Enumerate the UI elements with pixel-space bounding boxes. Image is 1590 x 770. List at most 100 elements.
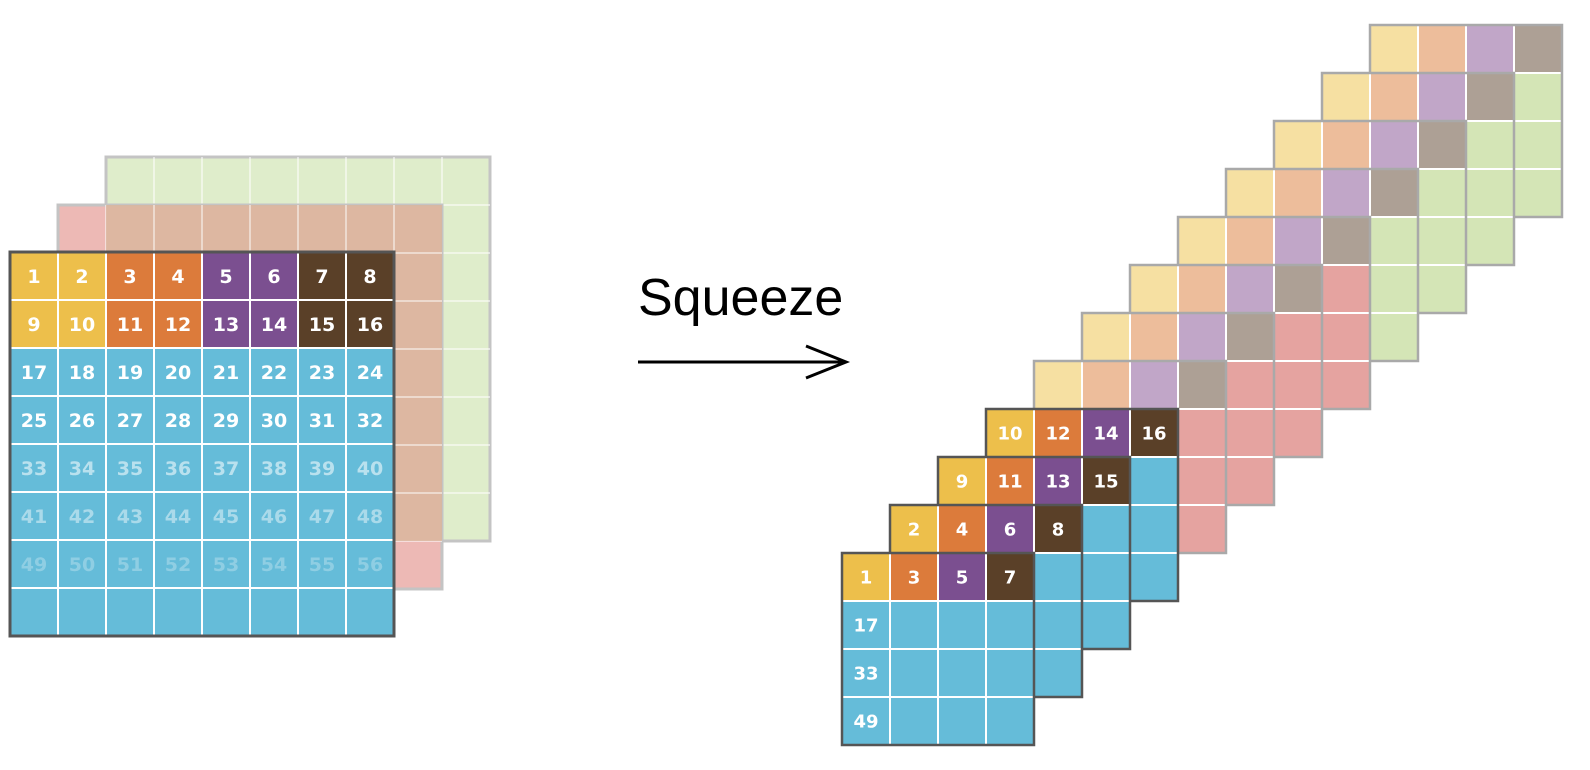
output-cell bbox=[1369, 168, 1419, 218]
input-cell bbox=[345, 347, 395, 397]
input-cell bbox=[57, 491, 107, 541]
input-cell bbox=[57, 539, 107, 589]
output-cell bbox=[1033, 504, 1083, 554]
input-cell-label: 14 bbox=[261, 314, 287, 336]
input-cell-label: 8 bbox=[363, 266, 376, 288]
output-cell bbox=[1369, 72, 1419, 122]
output-cell bbox=[1177, 456, 1227, 506]
output-cell bbox=[1033, 552, 1083, 602]
input-cell bbox=[9, 587, 59, 637]
output-cell bbox=[1033, 648, 1083, 698]
output-cell bbox=[1273, 168, 1323, 218]
squeeze-label: Squeeze bbox=[638, 269, 843, 327]
input-cell-label: 15 bbox=[309, 314, 335, 336]
output-cell bbox=[1081, 552, 1131, 602]
squeeze-operator: Squeeze bbox=[638, 269, 851, 380]
output-cell bbox=[1033, 360, 1083, 410]
output-cell bbox=[1273, 312, 1323, 362]
output-cell bbox=[1417, 120, 1467, 170]
output-cell bbox=[1513, 168, 1563, 218]
output-cell bbox=[937, 648, 987, 698]
output-cell-label: 7 bbox=[1004, 568, 1017, 589]
input-cell bbox=[153, 443, 203, 493]
output-cell bbox=[1177, 504, 1227, 554]
input-cell bbox=[9, 443, 59, 493]
input-cell-label: 40 bbox=[357, 458, 383, 480]
output-cell bbox=[1225, 216, 1275, 266]
input-cell-label: 28 bbox=[165, 410, 191, 432]
input-cell-label: 50 bbox=[69, 554, 95, 576]
input-cell-label: 26 bbox=[69, 410, 95, 432]
input-cell-label: 30 bbox=[261, 410, 287, 432]
input-cell-label: 7 bbox=[315, 266, 328, 288]
output-cell bbox=[1225, 456, 1275, 506]
output-cell bbox=[1465, 168, 1515, 218]
input-cell bbox=[249, 491, 299, 541]
output-cell-label: 14 bbox=[1093, 424, 1118, 445]
input-cell-label: 4 bbox=[171, 266, 184, 288]
input-cell-label: 29 bbox=[213, 410, 239, 432]
output-cell bbox=[1321, 360, 1371, 410]
input-cell bbox=[297, 587, 347, 637]
output-cell-label: 8 bbox=[1052, 520, 1065, 541]
output-cell bbox=[985, 648, 1035, 698]
input-cell-label: 5 bbox=[219, 266, 232, 288]
input-cell bbox=[201, 299, 251, 349]
output-cell bbox=[1321, 312, 1371, 362]
output-cell bbox=[889, 648, 939, 698]
input-cell-label: 32 bbox=[357, 410, 383, 432]
input-cell-label: 45 bbox=[213, 506, 239, 528]
input-cell-label: 25 bbox=[21, 410, 47, 432]
input-cell bbox=[249, 395, 299, 445]
input-cell-label: 38 bbox=[261, 458, 287, 480]
output-cell bbox=[937, 696, 987, 746]
output-cell bbox=[1081, 504, 1131, 554]
output-cell-label: 17 bbox=[853, 616, 878, 637]
output-cell bbox=[1033, 600, 1083, 650]
input-cell-label: 27 bbox=[117, 410, 143, 432]
input-cell-label: 6 bbox=[267, 266, 280, 288]
input-cell-label: 55 bbox=[309, 554, 335, 576]
input-cell-label: 33 bbox=[21, 458, 47, 480]
input-cell-label: 44 bbox=[165, 506, 191, 528]
output-cell bbox=[1081, 312, 1131, 362]
input-cell bbox=[249, 539, 299, 589]
input-cell-label: 20 bbox=[165, 362, 191, 384]
output-cell bbox=[1225, 408, 1275, 458]
output-cell bbox=[1321, 72, 1371, 122]
output-cell-label: 6 bbox=[1004, 520, 1017, 541]
input-cell bbox=[345, 539, 395, 589]
input-cell-label: 9 bbox=[27, 314, 40, 336]
input-cell-label: 37 bbox=[213, 458, 239, 480]
input-cell bbox=[345, 491, 395, 541]
input-cell-label: 54 bbox=[261, 554, 287, 576]
output-cell bbox=[1129, 456, 1179, 506]
input-cell bbox=[57, 395, 107, 445]
input-cell-label: 11 bbox=[117, 314, 143, 336]
input-cell-label: 17 bbox=[21, 362, 47, 384]
output-cell-label: 12 bbox=[1045, 424, 1070, 445]
input-cell bbox=[297, 251, 347, 301]
input-cell-label: 18 bbox=[69, 362, 95, 384]
output-cell bbox=[1273, 120, 1323, 170]
output-cell bbox=[1081, 360, 1131, 410]
input-cell bbox=[105, 299, 155, 349]
output-cell bbox=[1369, 264, 1419, 314]
right-arrow-icon bbox=[638, 344, 851, 380]
output-cell bbox=[1321, 120, 1371, 170]
output-cell bbox=[985, 456, 1035, 506]
input-cell-label: 2 bbox=[75, 266, 88, 288]
output-cell bbox=[1129, 264, 1179, 314]
output-cell-label: 9 bbox=[956, 472, 969, 493]
input-cell-label: 24 bbox=[357, 362, 383, 384]
input-cell bbox=[9, 539, 59, 589]
output-cell-label: 16 bbox=[1141, 424, 1166, 445]
output-cell bbox=[1129, 360, 1179, 410]
output-cell bbox=[1513, 72, 1563, 122]
output-cell bbox=[1369, 120, 1419, 170]
output-cell-label: 3 bbox=[908, 568, 921, 589]
output-cell bbox=[1129, 552, 1179, 602]
